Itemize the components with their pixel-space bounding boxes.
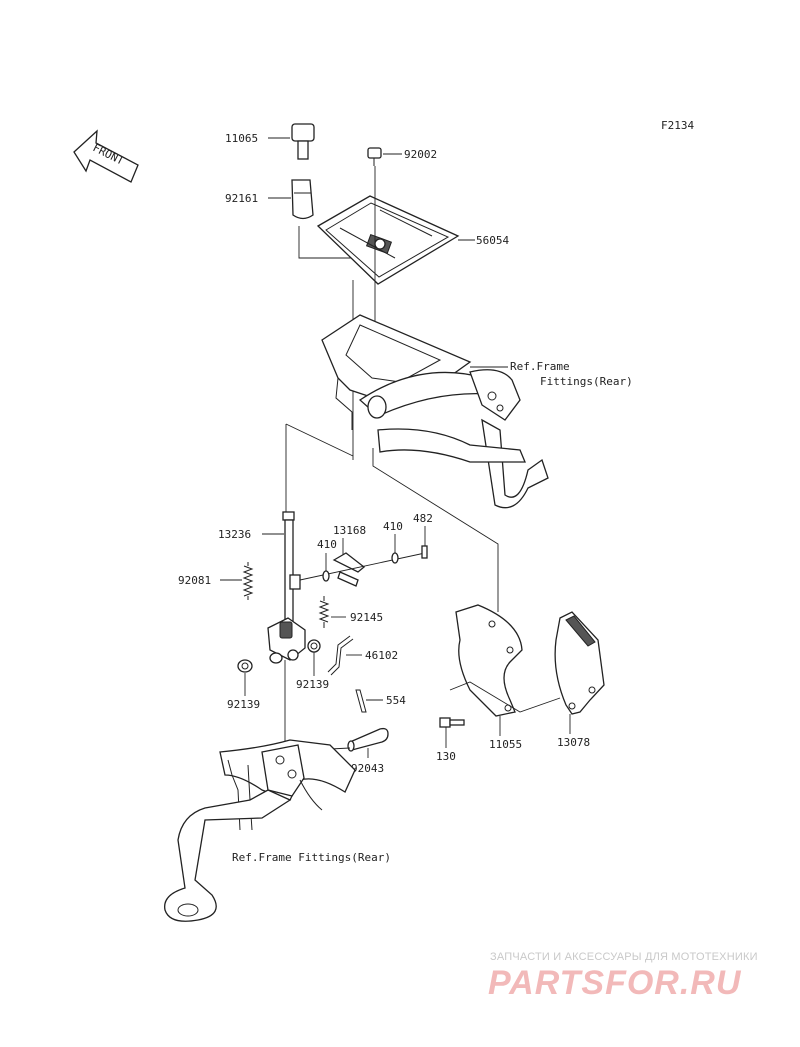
label-13078: 13078 [557,736,590,749]
label-92081: 92081 [178,574,211,587]
part-554-clip [355,689,367,713]
label-92161: 92161 [225,192,258,205]
part-92145-spring [318,596,330,628]
label-92043: 92043 [351,762,384,775]
label-13168: 13168 [333,524,366,537]
label-92145: 92145 [350,611,383,624]
part-92161-boot [291,179,314,220]
part-13168-lever [332,552,366,587]
part-92002-screw [367,147,382,166]
label-11055: 11055 [489,738,522,751]
label-92139-right: 92139 [296,678,329,691]
front-arrow-icon: FRONT [73,129,139,183]
label-56054: 56054 [476,234,509,247]
part-56054-shift-plate [316,195,460,285]
ref-frame-lower: Ref.Frame Fittings(Rear) [232,851,391,864]
part-410-washer-left [322,570,330,582]
label-92002: 92002 [404,148,437,161]
part-92081-spring [242,562,254,600]
ref-frame-upper-a: Ref.Frame [510,360,570,373]
part-92139-bushing-right [307,639,321,653]
frame-bracket-upper [321,314,549,509]
label-554: 554 [386,694,406,707]
watermark-logo: PARTSFOR.RU [488,964,742,1002]
part-11055-bracket [455,604,523,717]
diagram-code: F2134 [661,119,694,132]
ref-frame-upper-b: Fittings(Rear) [540,375,633,388]
frame-bracket-lower [219,739,356,831]
part-13078-plate [554,611,605,715]
part-11065-cap [291,123,315,160]
part-13236-shift-shaft [282,511,301,631]
label-13236: 13236 [218,528,251,541]
label-11065: 11065 [225,132,258,145]
shift-mechanism-body [267,617,306,664]
brake-pedal [164,789,292,922]
label-92139-left: 92139 [227,698,260,711]
watermark-subtitle: ЗАПЧАСТИ И АКСЕССУАРЫ ДЛЯ МОТОТЕХНИКИ [490,951,758,963]
part-46102-rod [327,635,354,676]
part-130-bolt [439,717,465,728]
label-410-left: 410 [317,538,337,551]
part-92043-pin [347,727,389,752]
part-92139-bushing-left [237,659,253,673]
label-482: 482 [413,512,433,525]
part-482-pin [421,545,428,559]
part-410-washer-right [391,552,399,564]
label-410-right: 410 [383,520,403,533]
label-46102: 46102 [365,649,398,662]
label-130: 130 [436,750,456,763]
